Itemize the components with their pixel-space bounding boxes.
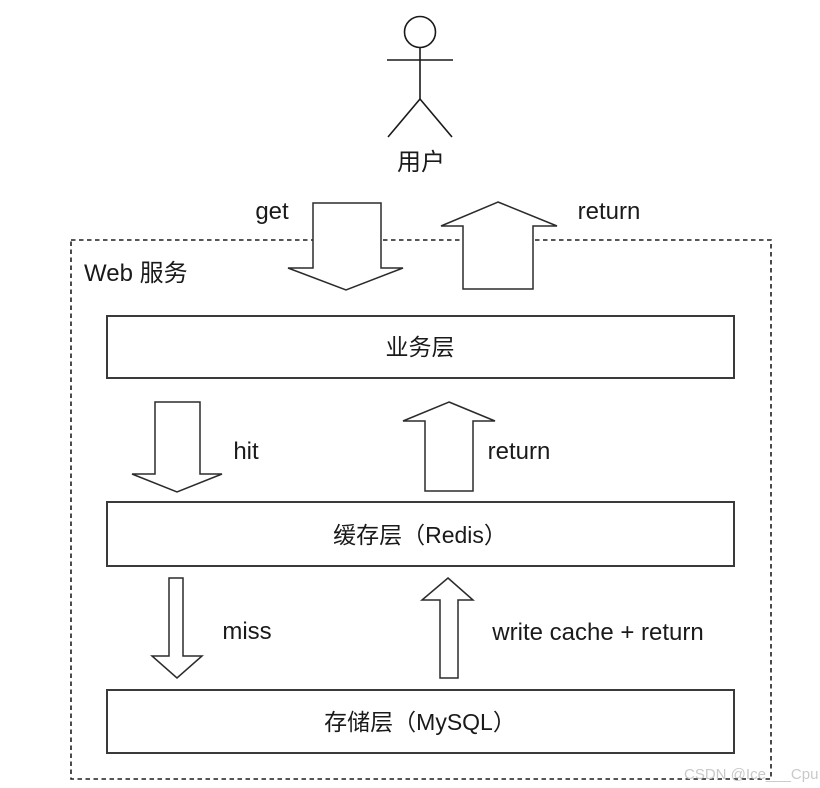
business-layer-label: 业务层 [386, 334, 455, 360]
web-service-label: Web 服务 [84, 260, 188, 287]
web-service-container [70, 239, 772, 780]
miss-label: miss [222, 618, 271, 645]
hit-down-arrow-icon [131, 401, 223, 493]
get-down-arrow-icon [287, 202, 404, 291]
actor-left-leg [387, 98, 421, 138]
storage-layer-box [106, 689, 735, 754]
user-actor: 用户 [387, 15, 453, 176]
watermark: CSDN @Ice___Cpu [684, 766, 818, 783]
business-layer-box [106, 315, 735, 379]
cache-layer-box [106, 501, 735, 567]
actor-right-leg [419, 98, 453, 138]
write-cache-up-arrow-icon [419, 577, 475, 679]
cache-layer-label: 缓存层（Redis） [333, 522, 507, 548]
miss-down-arrow-icon [150, 577, 204, 679]
return-up-arrow-mid-icon [402, 401, 496, 492]
storage-layer-label: 存储层（MySQL） [324, 709, 516, 735]
actor-head [403, 15, 437, 49]
hit-label: hit [233, 438, 259, 465]
get-label: get [255, 198, 289, 225]
return-mid-label: return [488, 438, 551, 465]
actor-label: 用户 [397, 149, 445, 176]
return-up-arrow-top-icon [440, 201, 558, 290]
return-top-label: return [578, 198, 641, 225]
write-cache-return-label: write cache + return [491, 619, 703, 646]
